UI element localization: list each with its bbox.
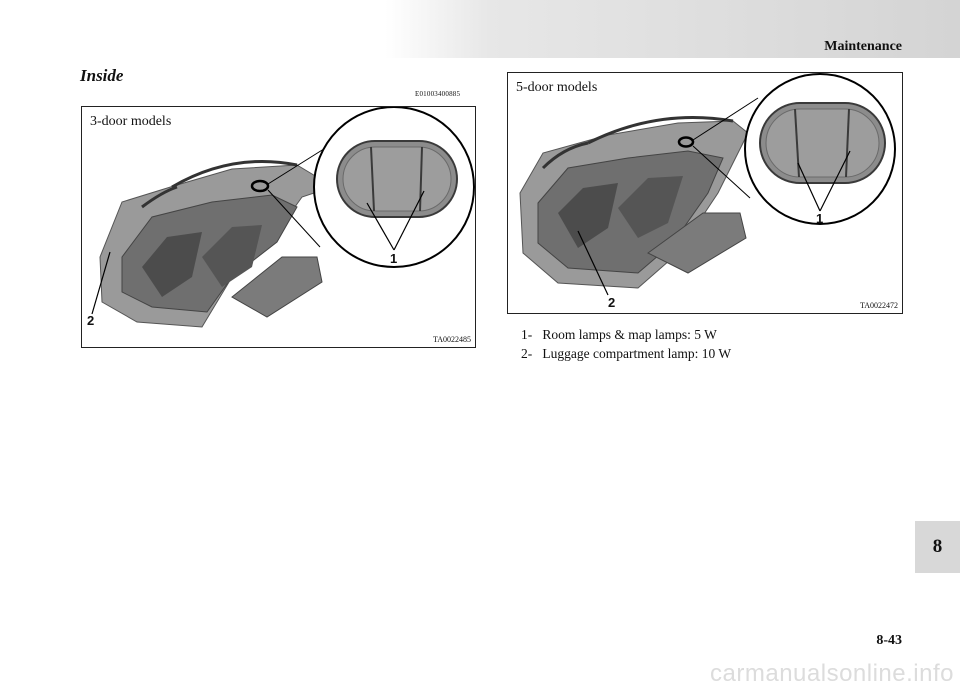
legend-number: 2- xyxy=(521,346,533,361)
figure-title: 5-door models xyxy=(516,80,598,95)
car-illustration-3-door xyxy=(91,107,475,328)
figure-id: TA0022485 xyxy=(432,335,471,344)
legend-text: Room lamps & map lamps: 5 W xyxy=(542,327,717,342)
figure-3-door: 3-door models 1 2 TA0022485 xyxy=(81,106,476,348)
callout-2: 2 xyxy=(87,313,95,328)
bulb-legend: 1- Room lamps & map lamps: 5 W 2- Luggag… xyxy=(521,325,731,363)
chapter-tab: 8 xyxy=(915,521,960,573)
figure-title: 3-door models xyxy=(90,114,172,129)
legend-item: 2- Luggage compartment lamp: 10 W xyxy=(521,344,731,363)
callout-1: 1 xyxy=(390,251,398,266)
legend-text: Luggage compartment lamp: 10 W xyxy=(542,346,732,361)
section-title: Maintenance xyxy=(824,39,902,54)
page-number: 8-43 xyxy=(876,633,902,648)
page-heading: Inside xyxy=(80,66,124,85)
callout-1: 1 xyxy=(816,211,824,226)
reference-code: E01003400885 xyxy=(415,90,461,98)
header-band xyxy=(385,0,960,58)
callout-2: 2 xyxy=(608,295,616,310)
legend-number: 1- xyxy=(521,327,533,342)
lamp-marker xyxy=(677,136,695,148)
figure-5-door: 5-door models 1 2 TA0022472 xyxy=(507,72,903,314)
car-illustration-5-door xyxy=(519,73,896,296)
legend-item: 1- Room lamps & map lamps: 5 W xyxy=(521,325,731,344)
lamp-marker xyxy=(250,179,270,193)
figure-id: TA0022472 xyxy=(859,301,898,310)
watermark: carmanualsonline.info xyxy=(710,660,954,687)
